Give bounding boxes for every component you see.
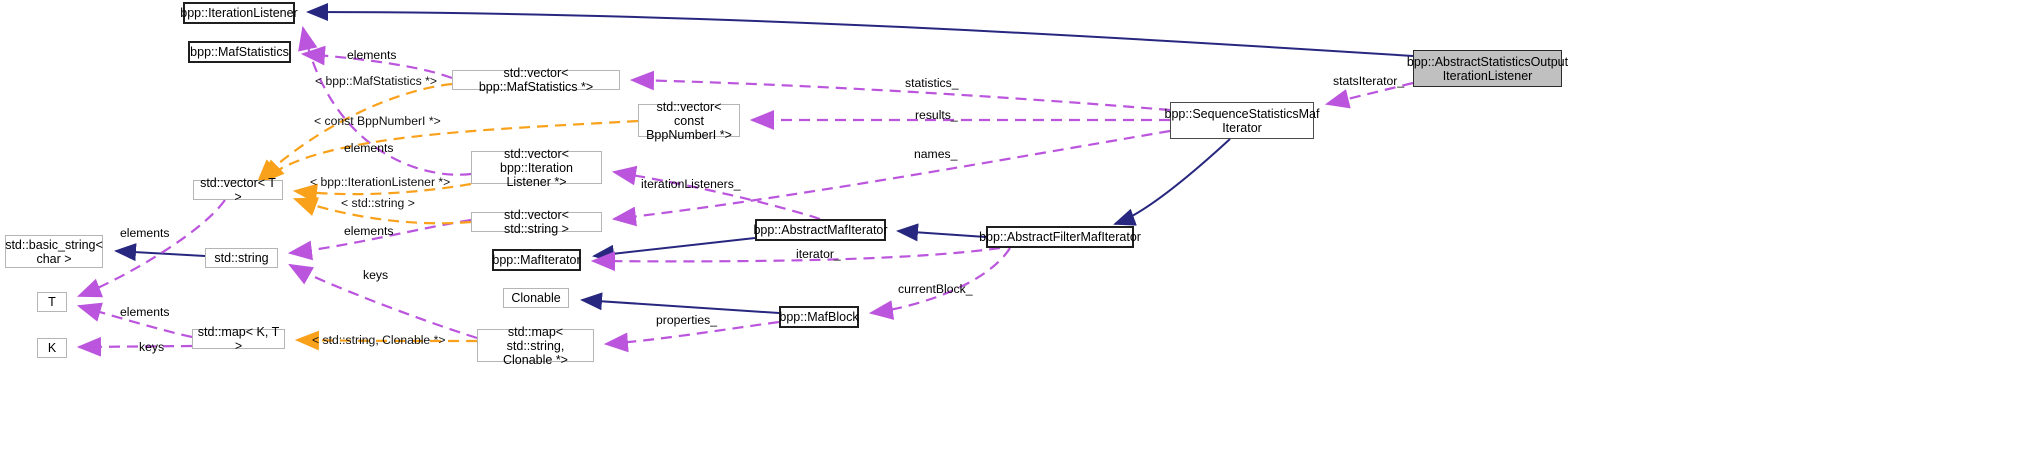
edge-mapstringclonable-stdstring-keys (288, 263, 478, 340)
class-node-label: std::basic_string<char > (5, 237, 103, 266)
class-node-label: std::vector< T > (200, 176, 276, 204)
edge-stdstring-basicstring (114, 243, 206, 262)
edge-label-l-properties: properties_ (656, 313, 717, 327)
class-node-mafiterator[interactable]: bpp::MafIterator (492, 249, 581, 271)
class-node-mafblock[interactable]: bpp::MafBlock (779, 306, 859, 328)
class-node-map_kt[interactable]: std::map< K, T > (192, 325, 285, 353)
usage-edges (76, 25, 1414, 357)
class-node-label: bpp::MafIterator (492, 253, 581, 267)
class-node-vec_string[interactable]: std::vector< std::string > (471, 208, 602, 236)
class-node-iterationlistener[interactable]: bpp::IterationListener (180, 2, 298, 24)
edge-abstractfiltermaf-mafblock-currentBlock (868, 247, 1011, 320)
class-node-label: bpp::MafStatistics (190, 45, 289, 59)
edge-label-l-statistics: statistics_ (905, 76, 959, 90)
edge-label-l-tpl-string-clonable: < std::string, Clonable *> (312, 333, 446, 347)
class-node-label: std::string (214, 251, 269, 265)
edge-vecmafstatistics-vect-template (256, 82, 453, 184)
edge-label-l-elements-5: elements (120, 305, 170, 319)
class-node-label: std::map< K, T > (197, 325, 280, 353)
edge-veciterationlist-iterationlistener-elements (298, 25, 472, 176)
class-node-k_param[interactable]: K (37, 338, 67, 358)
edge-label-l-tpl-stdstring: < std::string > (341, 196, 415, 210)
edge-mapstringclonable-mapkt-template (294, 330, 478, 351)
edge-statsoutputlistener-iterationlistener (306, 3, 1414, 57)
class-node-vec_mafstatistics[interactable]: std::vector< bpp::MafStatistics *> (452, 66, 620, 94)
edge-label-l-elements-3: elements (344, 224, 394, 238)
class-node-map_string_clonable[interactable]: std::map< std::string,Clonable *> (477, 325, 594, 367)
edge-seqstatsmafiter-vecstring-names (611, 129, 1171, 227)
class-node-label: bpp::MafBlock (779, 310, 859, 324)
edge-seqstatsmafiter-vecmafstatistics-statistics (629, 70, 1171, 112)
class-node-label: Clonable (511, 291, 561, 305)
edge-vecbppnumberi-vect-template (260, 119, 639, 184)
class-node-std_string[interactable]: std::string (205, 248, 278, 268)
edge-label-l-iterator: iterator_ (796, 247, 841, 261)
edge-label-l-currentblock: currentBlock_ (898, 282, 973, 296)
inheritance-edges (114, 3, 1414, 314)
edge-label-l-tpl-bppnumberi: < const BppNumberI *> (314, 114, 441, 128)
edge-label-l-results: results_ (915, 108, 958, 122)
edge-label-l-elements-1: elements (347, 48, 397, 62)
edge-label-l-iterationlisteners: iterationListeners_ (641, 177, 741, 191)
edge-label-l-elements-2: elements (344, 141, 394, 155)
edge-statsoutputlistener-seqstatsmafiter-statsIterator (1324, 81, 1414, 109)
class-node-label: K (47, 341, 57, 355)
class-node-label: std::map< std::string,Clonable *> (503, 324, 568, 367)
edge-mapkt-kparam-keys (76, 336, 193, 357)
edge-abstractfiltermaf-abstractmafiterator (896, 223, 987, 242)
edge-vecmafstatistics-mafstatistics-elements (300, 45, 453, 80)
edge-seqstatsmafiter-abstractfiltermaf (1113, 138, 1231, 226)
edge-abstractmafiterator-mafiterator (592, 237, 756, 263)
class-node-basic_string[interactable]: std::basic_string<char > (5, 235, 103, 268)
edge-abstractfiltermaf-mafiterator-iterator (590, 246, 1001, 272)
edge-mapkt-tparam-elements (76, 302, 193, 339)
edge-label-l-keys-1: keys (363, 268, 389, 282)
edge-veciterationlist-vect-template (292, 182, 472, 204)
edge-mafblock-mapstringclonable-properties (603, 320, 780, 353)
class-node-label: bpp::AbstractFilterMafIterator (979, 230, 1141, 244)
class-node-label: std::vector< bpp::MafStatistics *> (478, 66, 594, 94)
class-node-clonable[interactable]: Clonable (503, 288, 569, 308)
template-edges (256, 82, 639, 351)
edge-label-l-tpl-iterationlist: < bpp::IterationListener *> (310, 175, 451, 189)
class-node-vec_t[interactable]: std::vector< T > (193, 176, 283, 204)
edge-mafblock-clonable (580, 292, 780, 314)
edge-vecstring-vect-template (292, 197, 472, 225)
edge-label-l-elements-4: elements (120, 226, 170, 240)
edge-label-l-statsiterator: statsIterator_ (1333, 74, 1405, 88)
class-node-label: bpp::AbstractMafIterator (753, 223, 888, 237)
class-node-label: T (48, 295, 56, 309)
class-node-abstractmafiterator[interactable]: bpp::AbstractMafIterator (753, 219, 888, 241)
class-node-label: bpp::IterationListener (180, 6, 298, 20)
edge-label-l-names: names_ (914, 147, 958, 161)
class-node-mafstatistics[interactable]: bpp::MafStatistics (188, 41, 291, 63)
class-node-t_param[interactable]: T (37, 292, 67, 312)
class-node-label: std::vector< std::string > (504, 208, 569, 236)
edge-label-l-tpl-mafstatistics: < bpp::MafStatistics *> (315, 74, 437, 88)
edge-label-l-keys-2: keys (139, 340, 165, 354)
class-node-abstractfiltermaf[interactable]: bpp::AbstractFilterMafIterator (979, 226, 1141, 248)
